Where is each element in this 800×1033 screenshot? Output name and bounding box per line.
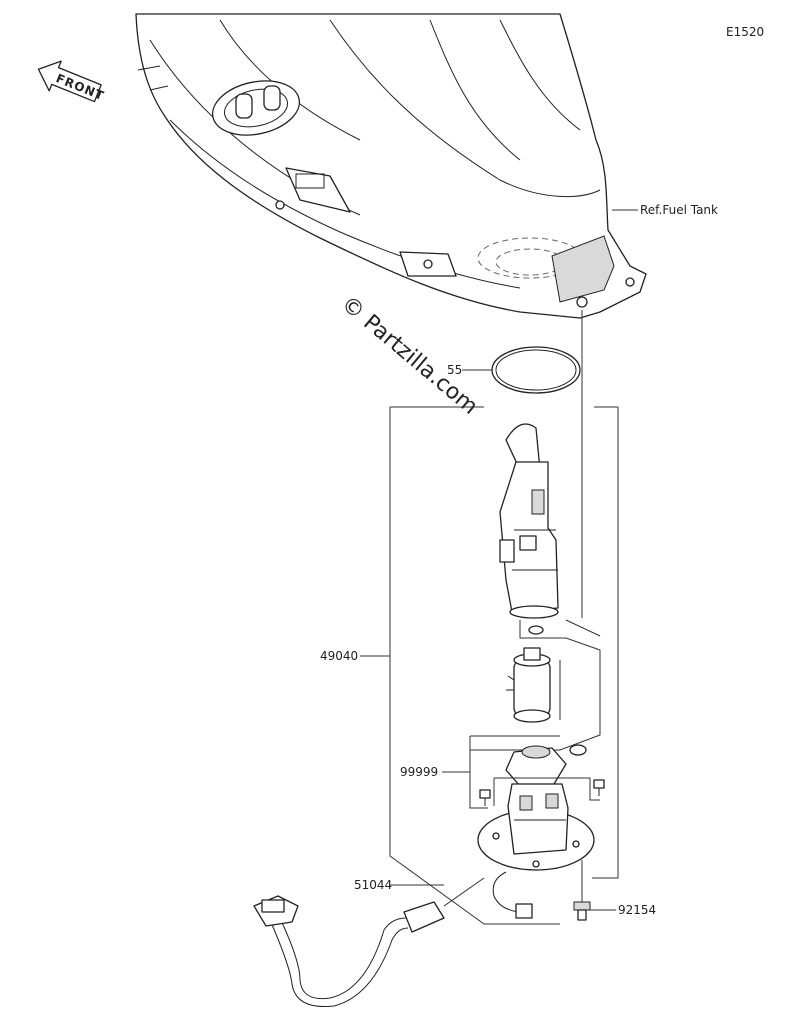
fuel-pump-motor xyxy=(506,647,551,723)
o-ring xyxy=(528,625,544,635)
kit-label: 99999 xyxy=(400,765,438,779)
pump-wire xyxy=(492,871,521,913)
screw-right-icon xyxy=(593,779,605,796)
fuel-pump-body xyxy=(499,423,559,619)
screw-left-icon xyxy=(479,789,491,806)
diagram-code: E1520 xyxy=(726,25,764,39)
fuel-filter xyxy=(505,745,567,787)
wire-harness xyxy=(253,877,485,1008)
harness-label: 51044 xyxy=(354,878,392,892)
fuel-tank-ref-label: Ref.Fuel Tank xyxy=(640,203,718,217)
pump-connector xyxy=(515,903,533,919)
gasket-ring xyxy=(491,346,581,394)
pump-assembly-label: 49040 xyxy=(320,649,358,663)
pump-base-plate xyxy=(477,783,595,871)
gasket-label: 55 xyxy=(447,363,462,377)
fuel-tank xyxy=(135,13,647,319)
bolt-label: 92154 xyxy=(618,903,656,917)
bolt-icon xyxy=(573,901,591,921)
washer xyxy=(569,744,587,756)
front-arrow-icon: FRONT xyxy=(37,60,106,103)
watermark: © Partzilla.com xyxy=(336,291,482,419)
